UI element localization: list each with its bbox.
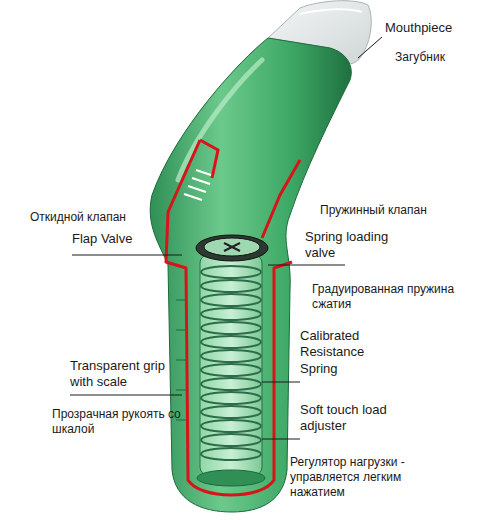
- part-label: Градуированная пружина сжатия: [312, 282, 477, 312]
- grip-scale: [176, 300, 186, 420]
- device-body: [150, 38, 351, 512]
- resistance-spring: [201, 266, 261, 460]
- part-label: Загубник: [395, 50, 485, 65]
- mouthpiece-highlight: [300, 9, 362, 14]
- part-label: Пружинный клапан: [320, 203, 480, 218]
- load-adjuster: [197, 470, 265, 486]
- part-label: Soft touch load adjuster: [300, 402, 390, 435]
- part-label: Регулятор нагрузки - управляется легким …: [290, 455, 420, 500]
- valve-cross: [224, 243, 240, 251]
- part-label: Transparent grip with scale: [70, 358, 190, 391]
- part-label: Spring loading valve: [305, 229, 405, 262]
- part-label: Прозрачная рукоять со шкалой: [52, 407, 184, 437]
- valve-disc: [204, 238, 260, 256]
- part-label: Calibrated Resistance Spring: [300, 328, 385, 377]
- cut-outline-flap: [200, 140, 218, 178]
- part-label: Mouthpiece: [385, 20, 485, 36]
- flap-valve-slits: [184, 170, 214, 200]
- cut-outline: [166, 140, 300, 495]
- part-label: Откидной клапан: [30, 210, 170, 225]
- inner-cylinder: [200, 255, 262, 475]
- spring-valve: [196, 235, 268, 261]
- part-label: Flap Valve: [72, 231, 172, 247]
